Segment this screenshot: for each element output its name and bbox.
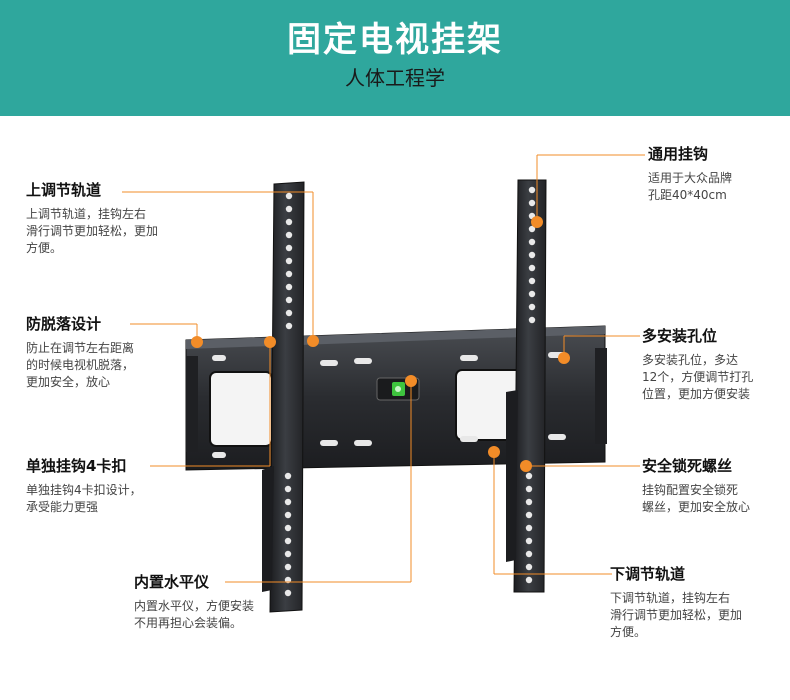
mount-hole <box>284 524 292 532</box>
callout-lower-rail: 下调节轨道 下调节轨道，挂钩左右 滑行调节更加轻松，更加 方便。 <box>610 564 785 641</box>
mount-hole <box>284 589 292 597</box>
mount-hole <box>285 205 293 213</box>
callout-lock-screw: 安全锁死螺丝 挂钩配置安全锁死 螺丝，更加安全放心 <box>642 456 782 516</box>
callout-desc: 上调节轨道，挂钩左右 滑行调节更加轻松，更加 方便。 <box>26 207 159 255</box>
mount-hole <box>285 309 293 317</box>
callout-title: 多安装孔位 <box>642 327 718 345</box>
mount-hole <box>284 550 292 558</box>
callout-title: 下调节轨道 <box>610 565 686 583</box>
mount-hole <box>528 199 536 207</box>
header-banner: 固定电视挂架 人体工程学 <box>0 0 790 116</box>
callout-desc: 内置水平仪，方便安装 不用再担心会装偏。 <box>134 599 255 630</box>
callout-title: 安全锁死螺丝 <box>642 457 733 475</box>
mount-hole <box>285 192 293 200</box>
mount-hole <box>525 498 533 506</box>
mount-hole <box>284 563 292 571</box>
mount-hole <box>525 550 533 558</box>
mount-hole <box>525 563 533 571</box>
mount-hole <box>525 576 533 584</box>
mount-hole <box>528 225 536 233</box>
mount-hole <box>528 238 536 246</box>
callout-title: 上调节轨道 <box>26 181 102 199</box>
mount-hole <box>525 472 533 480</box>
mount-hole <box>285 244 293 252</box>
mount-hole <box>285 257 293 265</box>
page-subtitle: 人体工程学 <box>345 66 445 90</box>
callout-desc: 下调节轨道，挂钩左右 滑行调节更加轻松，更加 方便。 <box>610 591 743 639</box>
mount-hole <box>285 270 293 278</box>
mount-hole <box>528 277 536 285</box>
callout-desc: 适用于大众品牌 孔距40*40cm <box>648 171 733 202</box>
callout-multi-holes: 多安装孔位 多安装孔位，多达 12个，方便调节打孔 位置，更加方便安装 <box>642 326 782 403</box>
mount-hole <box>528 264 536 272</box>
mount-hole <box>284 537 292 545</box>
callout-title: 通用挂钩 <box>648 145 709 163</box>
callout-desc: 单独挂钩4卡扣设计， 承受能力更强 <box>26 483 142 514</box>
mount-hole <box>284 498 292 506</box>
callout-desc: 防止在调节左右距离 的时候电视机脱落， 更加安全，放心 <box>26 341 135 389</box>
callout-title: 防脱落设计 <box>26 315 102 333</box>
callout-anti-drop: 防脱落设计 防止在调节左右距离 的时候电视机脱落， 更加安全，放心 <box>26 314 206 391</box>
callout-single-hook: 单独挂钩4卡扣 单独挂钩4卡扣设计， 承受能力更强 <box>26 456 206 516</box>
callout-upper-rail: 上调节轨道 上调节轨道，挂钩左右 滑行调节更加轻松，更加 方便。 <box>26 180 206 257</box>
mount-hole <box>285 283 293 291</box>
mount-hole <box>285 296 293 304</box>
mount-hole <box>285 218 293 226</box>
mount-hole <box>525 537 533 545</box>
mount-hole <box>284 511 292 519</box>
mount-hole <box>528 303 536 311</box>
mount-hole <box>525 485 533 493</box>
callout-title: 单独挂钩4卡扣 <box>26 457 127 475</box>
mount-hole <box>284 485 292 493</box>
callout-title: 内置水平仪 <box>134 573 210 591</box>
mount-hole <box>284 472 292 480</box>
mount-hole <box>528 290 536 298</box>
mount-hole <box>528 186 536 194</box>
mount-hole <box>285 231 293 239</box>
mount-hole <box>525 524 533 532</box>
callout-level: 内置水平仪 内置水平仪，方便安装 不用再担心会装偏。 <box>134 572 314 632</box>
callout-desc: 多安装孔位，多达 12个，方便调节打孔 位置，更加方便安装 <box>642 353 754 401</box>
mount-hole <box>528 251 536 259</box>
callout-universal-hook: 通用挂钩 适用于大众品牌 孔距40*40cm <box>648 144 778 204</box>
mount-hole <box>525 511 533 519</box>
mount-hole <box>285 322 293 330</box>
mount-hole <box>528 316 536 324</box>
page-title: 固定电视挂架 <box>287 20 503 60</box>
callout-desc: 挂钩配置安全锁死 螺丝，更加安全放心 <box>642 483 751 514</box>
